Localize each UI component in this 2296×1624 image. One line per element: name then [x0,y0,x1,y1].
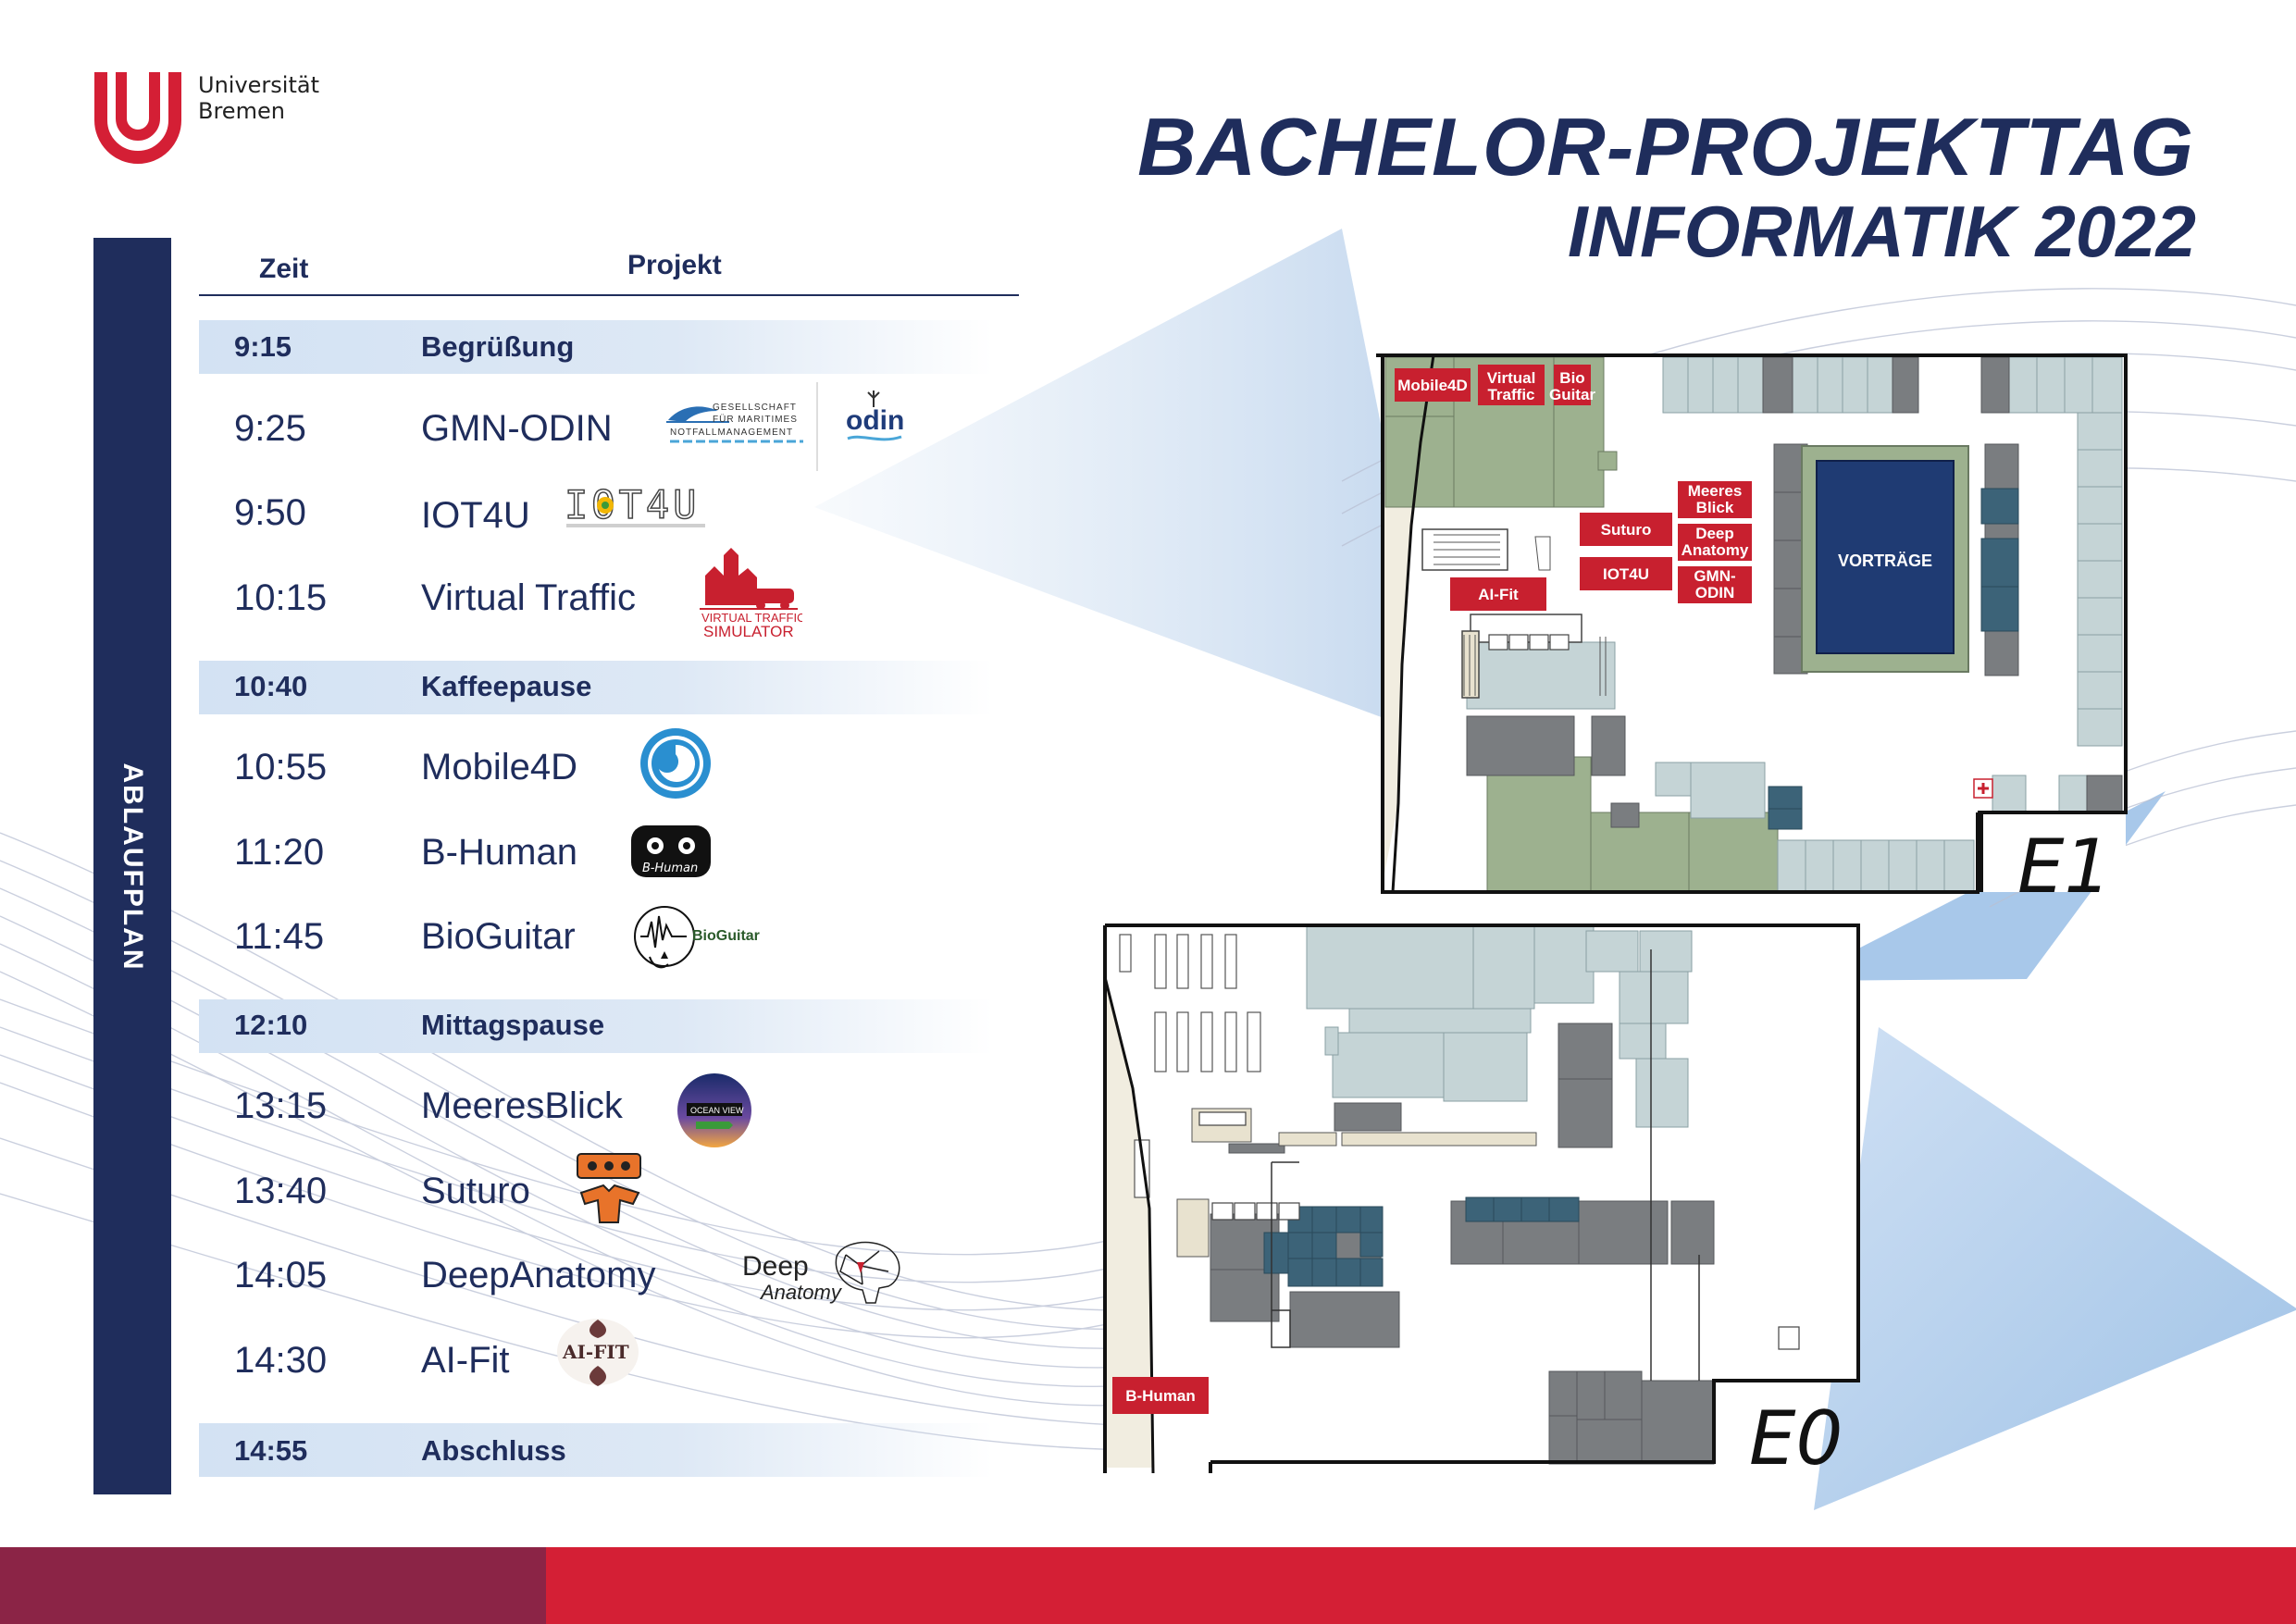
footer-bar-left [0,1547,546,1624]
schedule-time: 9:15 [234,330,292,363]
bhuman-logo-text: B-Human [642,862,698,875]
schedule-title: Begrüßung [421,330,575,363]
schedule-title: GMN-ODIN [421,408,613,449]
schedule-band [199,1423,993,1477]
bioguitar-logo-text: BioGuitar [692,928,760,944]
logo-text: Universität Bremen [198,72,319,124]
schedule-time: 10:15 [234,577,328,618]
schedule-title: Suturo [421,1171,530,1211]
deepanatomy-logo: Deep Anatomy [742,1241,900,1304]
room-deep-anatomy-line-1: Deep [1695,525,1734,542]
gmn-logo-line-1: GESELLSCHAFT [713,403,797,413]
schedule-title: DeepAnatomy [421,1255,656,1295]
floor-label-e1: E1 [2017,824,2112,910]
schedule-title: MeeresBlick [421,1085,623,1126]
suturo-logo [577,1153,641,1223]
room-deep-anatomy-line-2: Anatomy [1682,541,1749,559]
room-b-human: B-Human [1125,1387,1196,1405]
schedule-time: 12:10 [234,1009,308,1041]
schedule-time: 10:40 [234,670,308,702]
room-gmn-odin-line-2: ODIN [1695,584,1735,601]
schedule-time: 11:20 [234,832,325,873]
schedule-band [199,320,993,374]
room-iot4u: IOT4U [1603,565,1649,583]
room-meeres-blick-line-2: Blick [1696,499,1734,516]
mobile4d-logo [640,728,711,799]
gmn-logo-line-3: NOTFALLMANAGEMENT [670,428,793,438]
gmn-logo: GESELLSCHAFT FÜR MARITIMES NOTFALLMANAGE… [666,403,803,443]
schedule-time: 14:55 [234,1434,308,1467]
header-divider [199,294,1019,296]
deepanatomy-logo-line-1: Deep [742,1251,809,1282]
schedule-time: 14:05 [234,1255,328,1295]
schedule-title: BioGuitar [421,916,576,957]
sidebar-bar: ABLAUFPLAN [93,238,171,1494]
room-virtual-traffic-line-2: Traffic [1487,386,1534,403]
room-meeres-blick-line-1: Meeres [1688,482,1743,500]
schedule-title: AI-Fit [421,1340,510,1381]
aifit-logo: AI-FIT [557,1319,639,1386]
sidebar-label: ABLAUFPLAN [118,762,148,972]
room-ai-fit: AI-Fit [1478,586,1519,603]
bg-triangle-large [814,229,1444,740]
schedule-title: Abschluss [421,1434,566,1467]
schedule-title: Kaffeepause [421,670,592,702]
logo-divider [816,382,818,471]
deepanatomy-logo-line-2: Anatomy [759,1281,843,1304]
bg-triangle-right-bottom [1814,1027,2296,1510]
room-bio-guitar-line-2: Guitar [1549,386,1595,403]
schedule-time: 10:55 [234,747,328,787]
schedule-time: 9:50 [234,492,306,533]
schedule-title: Mittagspause [421,1009,605,1041]
room-mobile4d: Mobile4D [1397,377,1468,394]
aifit-logo-text: AI-FIT [562,1341,629,1363]
virtual-traffic-logo: VIRTUAL TRAFFIC SIMULATOR [700,548,802,640]
schedule-time: 9:25 [234,408,306,449]
meeresblick-logo: OCEAN VIEW [677,1073,751,1147]
footer-bar-right [546,1547,2296,1624]
schedule-title: Virtual Traffic [421,577,636,618]
room-gmn-odin-line-1: GMN- [1694,567,1735,585]
room-virtual-traffic-line-1: Virtual [1487,369,1536,387]
virtual-traffic-logo-line-1: VIRTUAL TRAFFIC [701,611,802,625]
room-bio-guitar-line-1: Bio [1559,369,1584,387]
schedule-time: 13:15 [234,1085,328,1126]
floor-label-e0: E0 [1749,1395,1843,1481]
logo-line-2: Bremen [198,98,285,124]
schedule-band [199,661,993,714]
schedule-band [199,999,993,1053]
university-logo-mark [94,72,181,164]
schedule-time: 13:40 [234,1171,328,1211]
schedule-title: IOT4U [421,495,530,536]
virtual-traffic-logo-line-2: SIMULATOR [703,623,794,640]
column-header-project: Projekt [627,250,722,280]
schedule-title: B-Human [421,832,577,873]
gmn-logo-line-2: FÜR MARITIMES [713,414,798,425]
odin-logo: odin [846,391,904,441]
iot4u-logo-text: IOT4U [565,483,700,527]
page-title-line-1: BACHELOR-PROJEKTTAG [1137,101,2194,192]
column-header-time: Zeit [259,254,309,284]
schedule-time: 14:30 [234,1340,328,1381]
odin-logo-text: odin [846,405,904,436]
schedule-time: 11:45 [234,916,325,957]
floorplan-e1: VORTRÄGE Mobile4D Virtual Traffic Bi [1376,353,2128,896]
page-title-line-2: INFORMATIK 2022 [1568,191,2196,272]
bhuman-logo: B-Human [631,825,711,877]
meeresblick-logo-text: OCEAN VIEW [690,1106,744,1115]
room-suturo: Suturo [1601,521,1652,539]
floorplan-e0: B-Human [1103,924,1860,1473]
logo-line-1: Universität [198,72,319,98]
bioguitar-logo: BioGuitar [634,906,760,969]
schedule-title: Mobile4D [421,747,577,787]
room-vortraege: VORTRÄGE [1838,552,1932,570]
iot4u-logo: IOT4U [564,483,705,528]
